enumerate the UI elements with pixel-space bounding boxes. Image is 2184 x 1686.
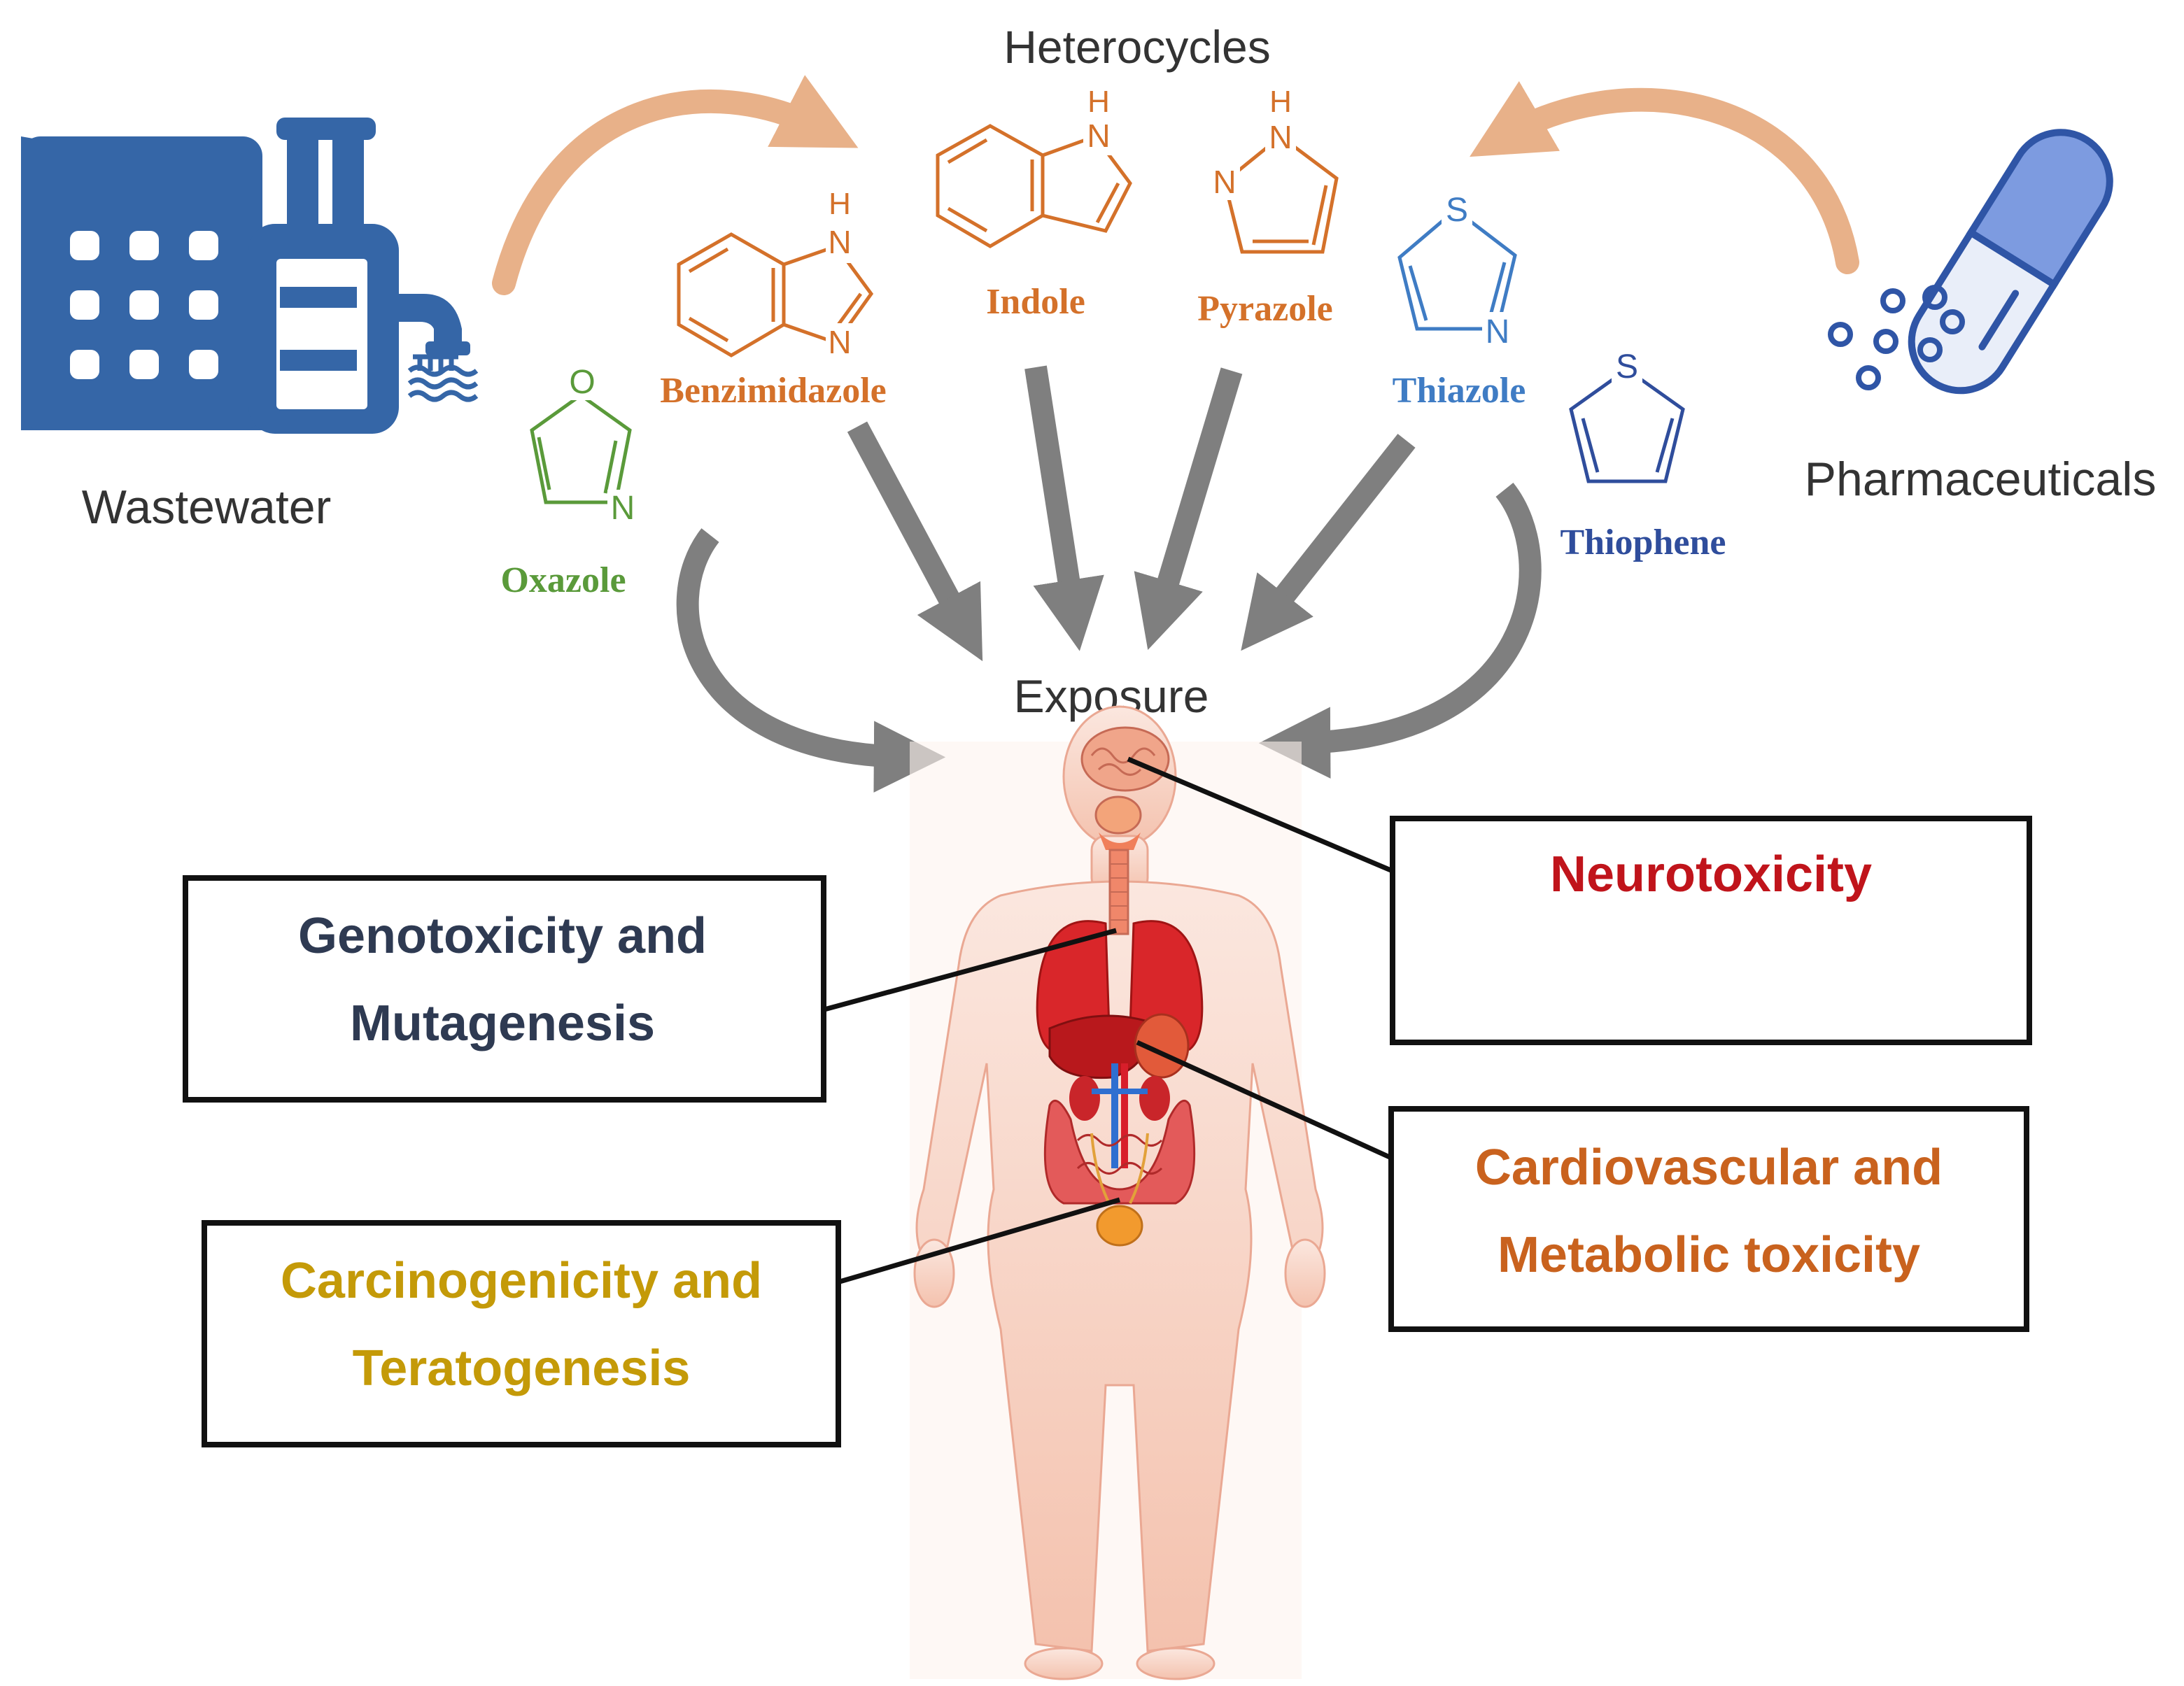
wastewater-label: Wastewater: [82, 481, 331, 534]
genotoxicity-box: Genotoxicity and Mutagenesis: [183, 875, 826, 1103]
wastewater-waves-icon: [407, 354, 479, 402]
thiazole-exposure-arrow: [1241, 434, 1416, 651]
oxazole-exposure-arrow: [676, 528, 946, 793]
pyrazole-atom-n: N: [1213, 164, 1236, 200]
brain-icon: [1080, 726, 1170, 792]
factory-windows: [70, 231, 218, 379]
carcinogenicity-box: Carcinogenicity and Teratogenesis: [202, 1220, 841, 1447]
neurotoxicity-box: Neurotoxicity: [1390, 816, 2032, 1045]
wastewater-to-heterocycles-arrow: [492, 75, 859, 295]
indole-exposure-arrow: [1024, 365, 1104, 651]
benzimidazole-atom-nh: N: [828, 224, 851, 260]
carcinogenicity-connector: [839, 1197, 1120, 1284]
exposure-arrows: [676, 365, 1542, 793]
pill-dots-icon: [1828, 285, 1965, 390]
thiophene-structure: [1569, 367, 1685, 483]
genotoxicity-label-line1: Genotoxicity and: [298, 908, 707, 964]
indole-label: Indole: [986, 282, 1085, 322]
oxazole-label: Oxazole: [500, 560, 626, 600]
pharmaceuticals-label: Pharmaceuticals: [1805, 453, 2157, 506]
benzimidazole-atom-n: N: [828, 324, 851, 360]
heading-heterocycles: Heterocycles: [1003, 21, 1270, 73]
factory-icon: [21, 118, 470, 434]
thiazole-atom-n: N: [1486, 313, 1510, 350]
throat-icon: [1094, 795, 1142, 935]
capsule-icon: [1908, 129, 2113, 395]
neurotoxicity-connector: [1127, 756, 1394, 874]
benzimidazole-exposure-arrow: [847, 421, 983, 662]
kidneys-vessels-icon: [1069, 1063, 1170, 1168]
benzimidazole-label: Benzimidazole: [660, 371, 887, 411]
cardiovascular-box: Cardiovascular and Metabolic toxicity: [1388, 1106, 2029, 1332]
thiazole-structure: [1397, 207, 1517, 331]
oxazole-structure: [530, 392, 632, 504]
genotoxicity-connector: [824, 928, 1117, 1012]
pyrazole-exposure-arrow: [1134, 367, 1243, 651]
pharmaceuticals-to-heterocycles-arrow: [1470, 80, 1859, 274]
thiazole-atom-s: S: [1446, 192, 1468, 229]
liver-heart-icon: [1048, 1013, 1190, 1079]
oxazole-atom-o: O: [569, 364, 595, 401]
carcinogenicity-label-line2: Teratogenesis: [353, 1340, 691, 1396]
pyrazole-atom-nh: N: [1269, 119, 1292, 155]
carcinogenicity-label-line1: Carcinogenicity and: [281, 1253, 762, 1309]
pyrazole-atom-h: H: [1269, 85, 1292, 119]
indole-atom-n: N: [1087, 118, 1110, 154]
connector-lines: [824, 756, 1394, 1284]
genotoxicity-label-line2: Mutagenesis: [350, 996, 655, 1051]
thiophene-atom-s: S: [1616, 348, 1638, 385]
neurotoxicity-label: Neurotoxicity: [1550, 846, 1872, 902]
cardiovascular-label-line2: Metabolic toxicity: [1498, 1227, 1920, 1283]
cardiovascular-connector: [1136, 1040, 1393, 1161]
thiazole-label: Thiazole: [1393, 371, 1526, 411]
thiophene-exposure-arrow: [1258, 483, 1542, 779]
benzimidazole-atom-h: H: [829, 187, 851, 221]
bladder-icon: [1090, 1133, 1149, 1247]
oxazole-atom-n: N: [611, 490, 635, 527]
thiophene-label: Thiophene: [1560, 523, 1726, 562]
indole-atom-h: H: [1087, 85, 1110, 119]
cardiovascular-label-line1: Cardiovascular and: [1475, 1140, 1943, 1196]
pyrazole-label: Pyrazole: [1197, 289, 1332, 329]
